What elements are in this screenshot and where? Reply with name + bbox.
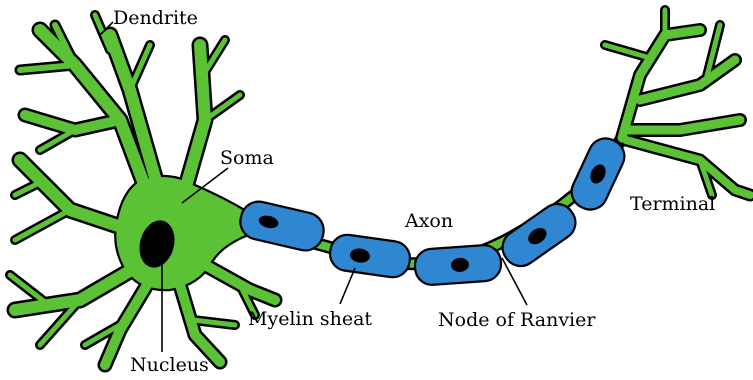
terminal-label: Terminal bbox=[630, 193, 715, 215]
myelin-sheat-label: Myelin sheat bbox=[248, 308, 372, 330]
nucleus-label: Nucleus bbox=[130, 354, 209, 376]
myelin-sheath bbox=[496, 197, 582, 272]
myelin-sheath bbox=[414, 244, 502, 286]
axon-label: Axon bbox=[404, 210, 453, 232]
node-of-ranvier-label: Node of Ranvier bbox=[438, 309, 596, 331]
dendrite-label: Dendrite bbox=[113, 7, 198, 29]
myelin-pointer bbox=[340, 268, 355, 304]
myelin-sheath bbox=[566, 133, 630, 215]
soma-label: Soma bbox=[220, 147, 274, 169]
myelin-sheath bbox=[328, 233, 412, 280]
myelin-sheath bbox=[237, 198, 327, 254]
